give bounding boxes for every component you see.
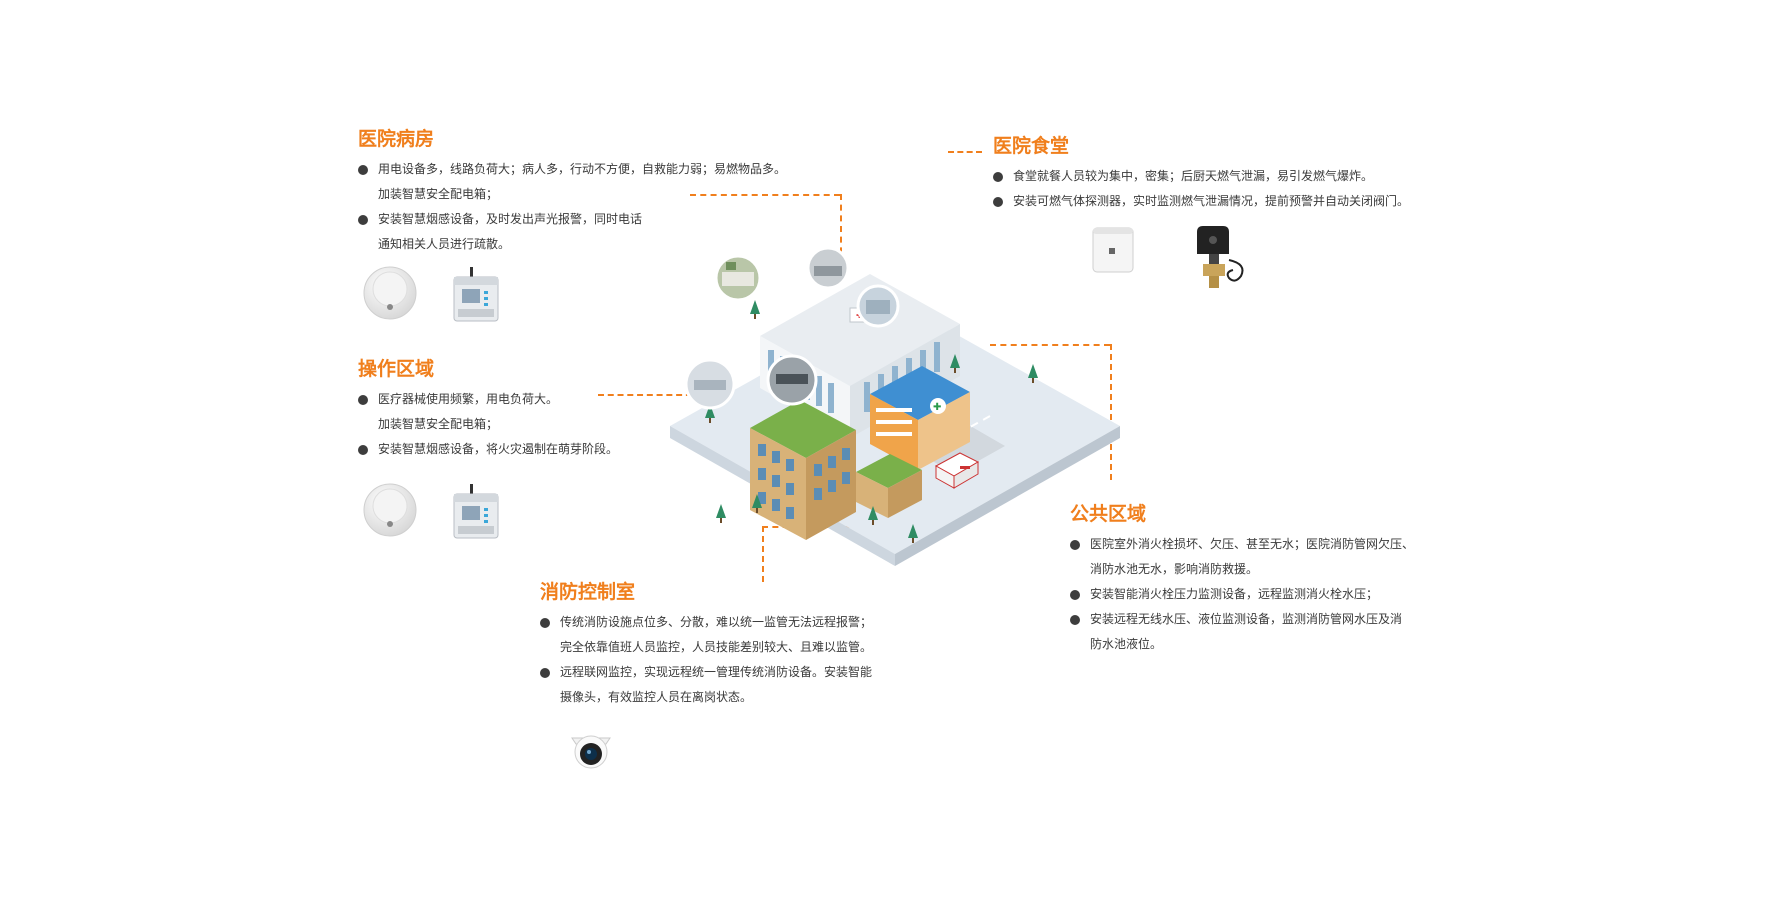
gas-detector-icon (1092, 227, 1134, 273)
public-title: 公共区域 (1070, 503, 1147, 525)
control-room-item: 完全依靠值班人员监控，人员技能差别较大、且难以监管。 (540, 635, 940, 660)
distribution-box-icon (453, 267, 499, 322)
operation-devices (362, 482, 658, 542)
bullet-icon (358, 395, 368, 405)
public-item-text: 安装智能消火栓压力监测设备，远程监测消火栓水压； (1090, 587, 1379, 601)
ward-item: 用电设备多，线路负荷大；病人多，行动不方便，自救能力弱；易燃物品多。 (358, 157, 828, 182)
control-room-item: 摄像头，有效监控人员在离岗状态。 (540, 685, 940, 710)
canteen-item: 食堂就餐人员较为集中，密集；后厨天燃气泄漏，易引发燃气爆炸。 (993, 164, 1463, 189)
ward-leader-v (840, 194, 842, 264)
ward-item: 加装智慧安全配电箱； (358, 182, 828, 207)
canteen-photo-callout (806, 248, 850, 290)
bullet-icon (1070, 590, 1080, 600)
ward-title: 医院病房 (358, 128, 435, 150)
public-item-text: 安装远程无线水压、液位监测设备，监测消防管网水压及消 (1090, 612, 1403, 626)
dome-camera-icon (571, 735, 611, 769)
control-room-item-text: 完全依靠值班人员监控，人员技能差别较大、且难以监管。 (560, 640, 873, 654)
operation-item-text: 加装智慧安全配电箱； (378, 417, 499, 431)
bullet-icon (1070, 540, 1080, 550)
operation-item-text: 安装智慧烟感设备，将火灾遏制在萌芽阶段。 (378, 442, 619, 456)
operation-leader-h (598, 394, 770, 396)
public-item: 防水池液位。 (1070, 632, 1470, 657)
canteen-devices (1089, 224, 1463, 294)
valve-manipulator-icon (1197, 226, 1244, 288)
bullet-icon (993, 172, 1003, 182)
hospital-isometric-illustration: ✚ ✚ (670, 248, 1120, 566)
public-item: 消防水池无水，影响消防救援。 (1070, 557, 1470, 582)
canteen-item-text: 安装可燃气体探测器，实时监测燃气泄漏情况，提前预警并自动关闭阀门。 (1013, 194, 1410, 208)
canteen-leader-h (948, 151, 982, 153)
outpatient-building: ✚ (870, 366, 970, 470)
operation-title: 操作区域 (358, 358, 435, 380)
bullet-icon (1070, 615, 1080, 625)
ward-item-text: 安装智慧烟感设备，及时发出声光报警，同时电话 (378, 212, 643, 226)
public-leader-h (990, 344, 1110, 346)
operation-item-text: 医疗器械使用频繁，用电负荷大。 (378, 392, 559, 406)
ward-photo-callout (714, 254, 762, 302)
ward-item: 安装智慧烟感设备，及时发出声光报警，同时电话 (358, 207, 828, 232)
ward-item: 通知相关人员进行疏散。 (358, 232, 828, 257)
public-item-text: 防水池液位。 (1090, 637, 1163, 651)
control-room-item: 传统消防设施点位多、分散，难以统一监管无法远程报警； (540, 610, 940, 635)
public-leader-v (1110, 344, 1112, 480)
bullet-icon (540, 618, 550, 628)
bullet-icon (358, 215, 368, 225)
section-control-room: 消防控制室 传统消防设施点位多、分散，难以统一监管无法远程报警； 完全依靠值班人… (540, 580, 940, 772)
ward-leader-h (690, 194, 840, 196)
public-photo-callout (856, 284, 900, 328)
smoke-detector-icon (363, 483, 417, 537)
section-ward: 医院病房 用电设备多，线路负荷大；病人多，行动不方便，自救能力弱；易燃物品多。 … (358, 127, 828, 325)
control-room-item-text: 传统消防设施点位多、分散，难以统一监管无法远程报警； (560, 615, 873, 629)
bullet-icon (993, 197, 1003, 207)
control-room-title: 消防控制室 (540, 581, 636, 603)
bullet-icon (358, 445, 368, 455)
operation-item: 安装智慧烟感设备，将火灾遏制在萌芽阶段。 (358, 437, 658, 462)
control-room-item-text: 摄像头，有效监控人员在离岗状态。 (560, 690, 753, 704)
canteen-item-text: 食堂就餐人员较为集中，密集；后厨天燃气泄漏，易引发燃气爆炸。 (1013, 169, 1374, 183)
public-item-text: 消防水池无水，影响消防救援。 (1090, 562, 1259, 576)
ward-devices (362, 265, 828, 325)
section-public: 公共区域 医院室外消火栓损坏、欠压、甚至无水；医院消防管网欠压、 消防水池无水，… (1070, 502, 1470, 657)
tree-icons (705, 300, 1038, 543)
section-canteen: 医院食堂 食堂就餐人员较为集中，密集；后厨天燃气泄漏，易引发燃气爆炸。 安装可燃… (993, 134, 1463, 294)
canteen-item: 安装可燃气体探测器，实时监测燃气泄漏情况，提前预警并自动关闭阀门。 (993, 189, 1463, 214)
control-room-item-text: 远程联网监控，实现远程统一管理传统消防设备。安装智能 (560, 665, 873, 679)
ward-item-text: 用电设备多，线路负荷大；病人多，行动不方便，自救能力弱；易燃物品多。 (378, 162, 787, 176)
public-item: 安装智能消火栓压力监测设备，远程监测消火栓水压； (1070, 582, 1470, 607)
ward-item-text: 通知相关人员进行疏散。 (378, 237, 511, 251)
bullet-icon (358, 165, 368, 175)
section-operation: 操作区域 医疗器械使用频繁，用电负荷大。 加装智慧安全配电箱； 安装智慧烟感设备… (358, 357, 658, 542)
control-leader-v1 (762, 526, 764, 582)
canteen-title: 医院食堂 (993, 135, 1070, 157)
operation-photo-callout (684, 358, 736, 410)
control-room-item: 远程联网监控，实现远程统一管理传统消防设备。安装智能 (540, 660, 940, 685)
bullet-icon (540, 668, 550, 678)
operation-item: 医疗器械使用频繁，用电负荷大。 (358, 387, 658, 412)
ambulance-icon (934, 452, 980, 489)
smoke-detector-icon (363, 266, 417, 320)
operation-item: 加装智慧安全配电箱； (358, 412, 658, 437)
distribution-box-icon (453, 484, 499, 539)
control-room-devices (566, 722, 940, 772)
public-item-text: 医院室外消火栓损坏、欠压、甚至无水；医院消防管网欠压、 (1090, 537, 1415, 551)
control-room-photo-callout (766, 354, 818, 406)
fire-control-building (750, 400, 922, 540)
svg-text:✚: ✚ (933, 402, 941, 413)
public-item: 医院室外消火栓损坏、欠压、甚至无水；医院消防管网欠压、 (1070, 532, 1470, 557)
ward-item-text: 加装智慧安全配电箱； (378, 187, 499, 201)
public-item: 安装远程无线水压、液位监测设备，监测消防管网水压及消 (1070, 607, 1470, 632)
